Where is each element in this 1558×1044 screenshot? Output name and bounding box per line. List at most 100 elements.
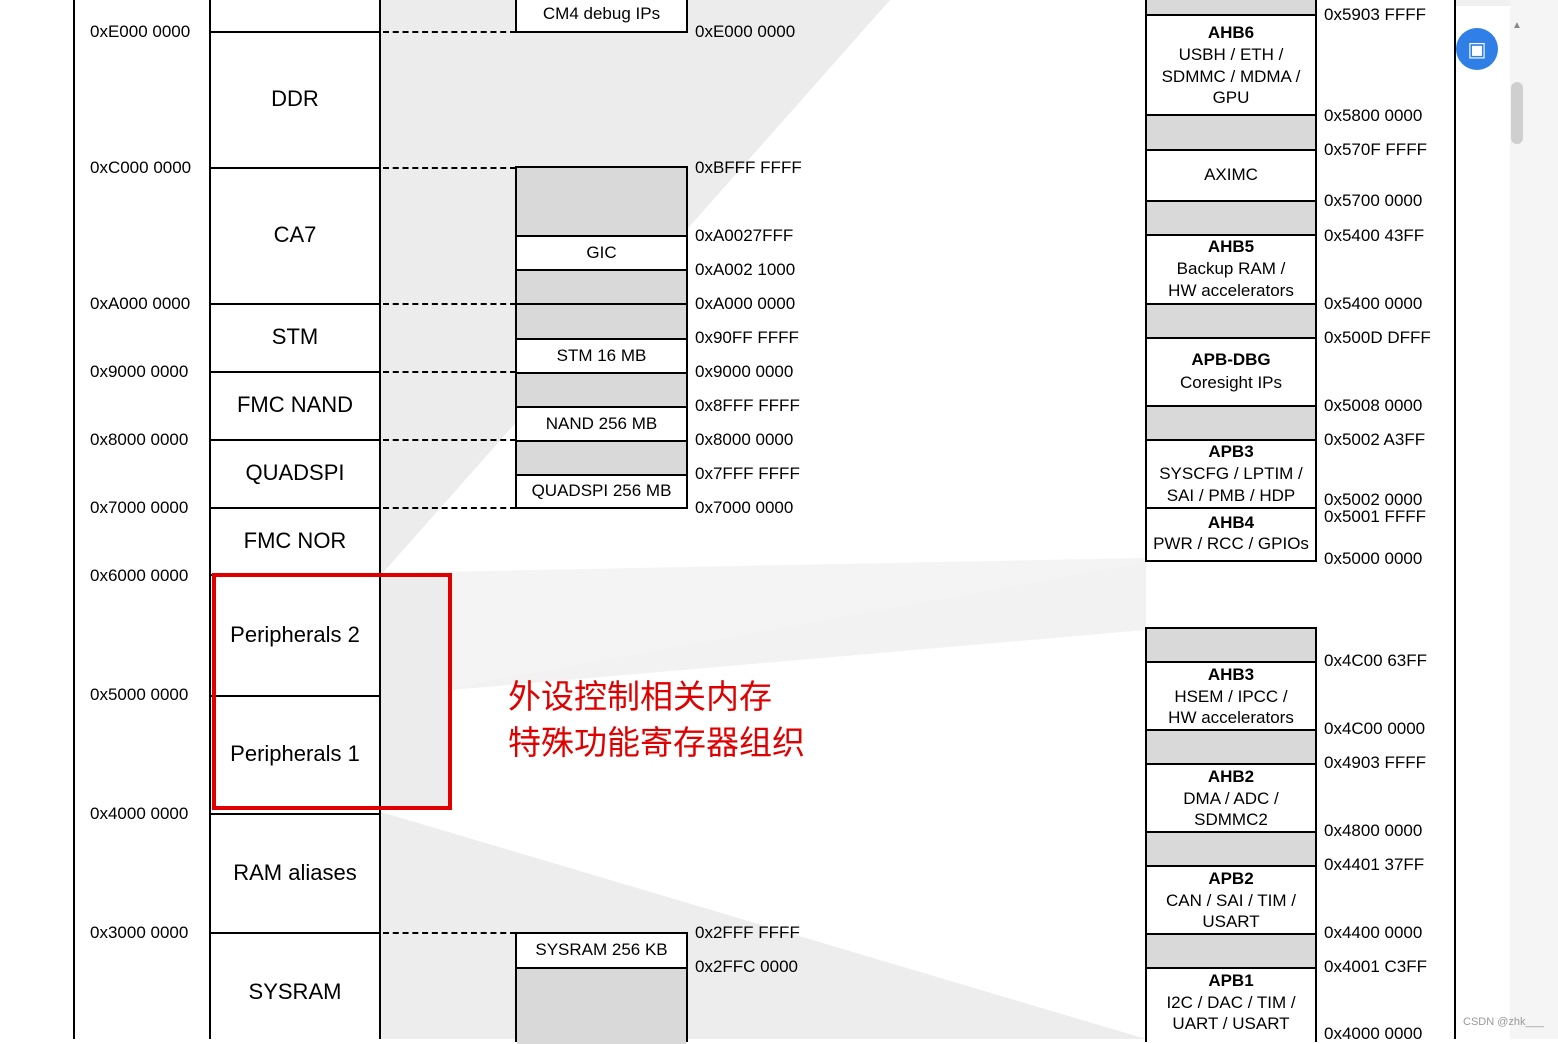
reserved-area: [1147, 0, 1315, 16]
ahb3-desc: HSEM / IPCC /: [1174, 687, 1288, 706]
aximc-block: AXIMC: [1147, 151, 1315, 202]
dashed-connector: [383, 932, 516, 934]
boundary-line: [209, 813, 381, 815]
reserved-area: [1147, 935, 1315, 969]
ahb2-title: AHB2: [1207, 767, 1255, 786]
periph1-address: 0x4000 0000: [1324, 1024, 1423, 1043]
boundary-address: 0xC000 0000: [90, 158, 192, 177]
apb2-title: APB2: [1208, 869, 1254, 888]
fan-periph-area: [381, 575, 452, 810]
middle-detail-box: GIC STM 16 MB NAND 256 MB QUADSPI 256 MB: [515, 166, 688, 509]
apb2-desc: USART: [1202, 912, 1260, 931]
middle-address: 0xA002 1000: [695, 260, 796, 279]
periph1-address: 0x4401 37FF: [1324, 855, 1425, 874]
periph1-address: 0x4800 0000: [1324, 821, 1423, 840]
boundary-address: 0xE000 0000: [90, 22, 191, 41]
main-memory-column: [209, 0, 381, 1039]
boundary-line: [209, 167, 381, 169]
ahb2-desc: SDMMC2: [1194, 810, 1268, 829]
reserved-area: [517, 374, 686, 408]
ahb5-title: AHB5: [1207, 237, 1255, 256]
reserved-area: [1147, 202, 1315, 236]
boundary-address: 0x6000 0000: [90, 566, 189, 585]
translate-float-button[interactable]: ▣: [1456, 28, 1498, 70]
periph2-address: 0x5400 0000: [1324, 294, 1423, 313]
periph1-address: 0x4C00 0000: [1324, 719, 1426, 738]
region-ddr: DDR: [271, 86, 319, 111]
frame-left-border: [73, 0, 75, 1039]
scrollbar-thumb[interactable]: [1511, 82, 1523, 144]
middle-address: 0x2FFF FFFF: [695, 923, 800, 942]
annotation-line-1: 外设控制相关内存: [508, 678, 772, 715]
boundary-line: [209, 439, 381, 441]
middle-address: 0xBFFF FFFF: [695, 158, 802, 177]
middle-address: 0x8000 0000: [695, 430, 794, 449]
sysram-cell: SYSRAM 256 KB: [517, 934, 686, 969]
ahb6-desc: SDMMC / MDMA /: [1161, 67, 1301, 86]
reserved-area: [517, 305, 686, 340]
ahb6-title: AHB6: [1207, 23, 1255, 42]
middle-address: 0x90FF FFFF: [695, 328, 799, 347]
periph2-address: 0x5400 43FF: [1324, 226, 1425, 245]
ahb4-desc: PWR / RCC / GPIOs: [1153, 534, 1309, 553]
reserved-area: [1147, 629, 1315, 663]
peripherals2-detail-box: AHB6 USBH / ETH / SDMMC / MDMA / GPU AXI…: [1145, 0, 1317, 562]
middle-address: 0x7FFF FFFF: [695, 464, 800, 483]
periph1-address: 0x4400 0000: [1324, 923, 1423, 942]
ahb3-title: AHB3: [1207, 665, 1255, 684]
periph1-address: 0x4C00 63FF: [1324, 651, 1427, 670]
boundary-address: 0x7000 0000: [90, 498, 189, 517]
ahb5-block: AHB5 Backup RAM / HW accelerators: [1147, 236, 1315, 305]
periph2-address: 0x5903 FFFF: [1324, 5, 1427, 24]
quadspi-cell: QUADSPI 256 MB: [517, 476, 686, 507]
reserved-area: [1147, 116, 1315, 151]
boundary-address: 0x5000 0000: [90, 685, 189, 704]
reserved-area: [1147, 731, 1315, 765]
boundary-line: [209, 303, 381, 305]
vertical-scrollbar[interactable]: [1510, 0, 1558, 1039]
apb1-desc: UART / USART: [1172, 1014, 1290, 1033]
periph2-address: 0x5800 0000: [1324, 106, 1423, 125]
ahb2-desc: DMA / ADC /: [1183, 789, 1279, 808]
apb3-title: APB3: [1208, 442, 1254, 461]
middle-address: 0xE000 0000: [695, 22, 796, 41]
ahb4-title: AHB4: [1207, 513, 1255, 532]
boundary-line: [209, 507, 381, 509]
ahb6-block: AHB6 USBH / ETH / SDMMC / MDMA / GPU: [1147, 16, 1315, 116]
region-sysram: SYSRAM: [248, 979, 342, 1004]
boundary-line: [209, 31, 381, 33]
boundary-line: [209, 371, 381, 373]
dashed-connector: [383, 439, 516, 441]
cm4-debug-box: CM4 debug IPs: [515, 0, 688, 33]
periph2-address: 0x570F FFFF: [1324, 140, 1427, 159]
reserved-area: [517, 271, 686, 305]
apb-dbg-desc: Coresight IPs: [1179, 373, 1283, 392]
translate-icon: ▣: [1467, 38, 1487, 61]
reserved-area: [1147, 833, 1315, 867]
ahb6-desc: GPU: [1212, 88, 1250, 107]
periph2-address: 0x5002 0000: [1324, 490, 1423, 509]
peripherals1-detail-box: AHB3 HSEM / IPCC / HW accelerators AHB2 …: [1145, 627, 1317, 1044]
reserved-area: [517, 969, 686, 1044]
boundary-line: [209, 932, 381, 934]
ahb4-block: AHB4 PWR / RCC / GPIOs: [1147, 509, 1315, 558]
boundary-address: 0x9000 0000: [90, 362, 189, 381]
quadspi-label: QUADSPI 256 MB: [531, 481, 672, 500]
ahb2-block: AHB2 DMA / ADC / SDMMC2: [1147, 765, 1315, 833]
scroll-up-arrow-icon[interactable]: ▲: [1512, 20, 1522, 31]
dashed-connector: [383, 507, 516, 509]
cm4-debug-label: CM4 debug IPs: [542, 4, 661, 23]
apb3-desc: SYSCFG / LPTIM /: [1159, 464, 1303, 483]
middle-address: 0x2FFC 0000: [695, 957, 798, 976]
apb3-block: APB3 SYSCFG / LPTIM / SAI / PMB / HDP: [1147, 441, 1315, 509]
region-fmc-nor: FMC NOR: [243, 528, 347, 553]
sysram-box: SYSRAM 256 KB: [515, 932, 688, 1044]
periph1-address: 0x4001 C3FF: [1324, 957, 1427, 976]
region-peripherals-1: Peripherals 1: [230, 741, 360, 766]
boundary-line: [209, 695, 381, 697]
region-peripherals-2: Peripherals 2: [230, 622, 360, 647]
annotation-line-2: 特殊功能寄存器组织: [508, 724, 805, 761]
reserved-area: [1147, 305, 1315, 339]
periph2-address: 0x5000 0000: [1324, 549, 1423, 568]
region-quadspi: QUADSPI: [245, 460, 345, 485]
